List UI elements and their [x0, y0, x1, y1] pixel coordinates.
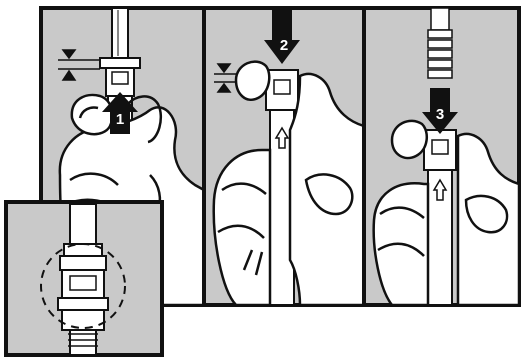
hand-2: [212, 60, 366, 307]
hand-3: [372, 119, 521, 307]
arrow-down-2: 2: [264, 8, 300, 64]
step-1-label: 1: [116, 111, 124, 128]
arrow-up-1: 1: [102, 92, 138, 134]
gap-indicator-1: [58, 49, 100, 81]
gap-indicator-2: [214, 63, 236, 93]
highlight-circle: [40, 243, 126, 329]
tube-end-3: [427, 7, 453, 79]
up-arrow-marking-2: [274, 126, 290, 149]
step-2-label: 2: [280, 37, 288, 54]
panel-step-3: 3: [362, 6, 521, 307]
inset-detail: [4, 200, 164, 357]
panel-step-2: 2: [202, 6, 366, 307]
step-3-label: 3: [436, 106, 444, 123]
arrow-down-3: 3: [422, 88, 458, 134]
up-arrow-marking-3: [432, 178, 448, 201]
